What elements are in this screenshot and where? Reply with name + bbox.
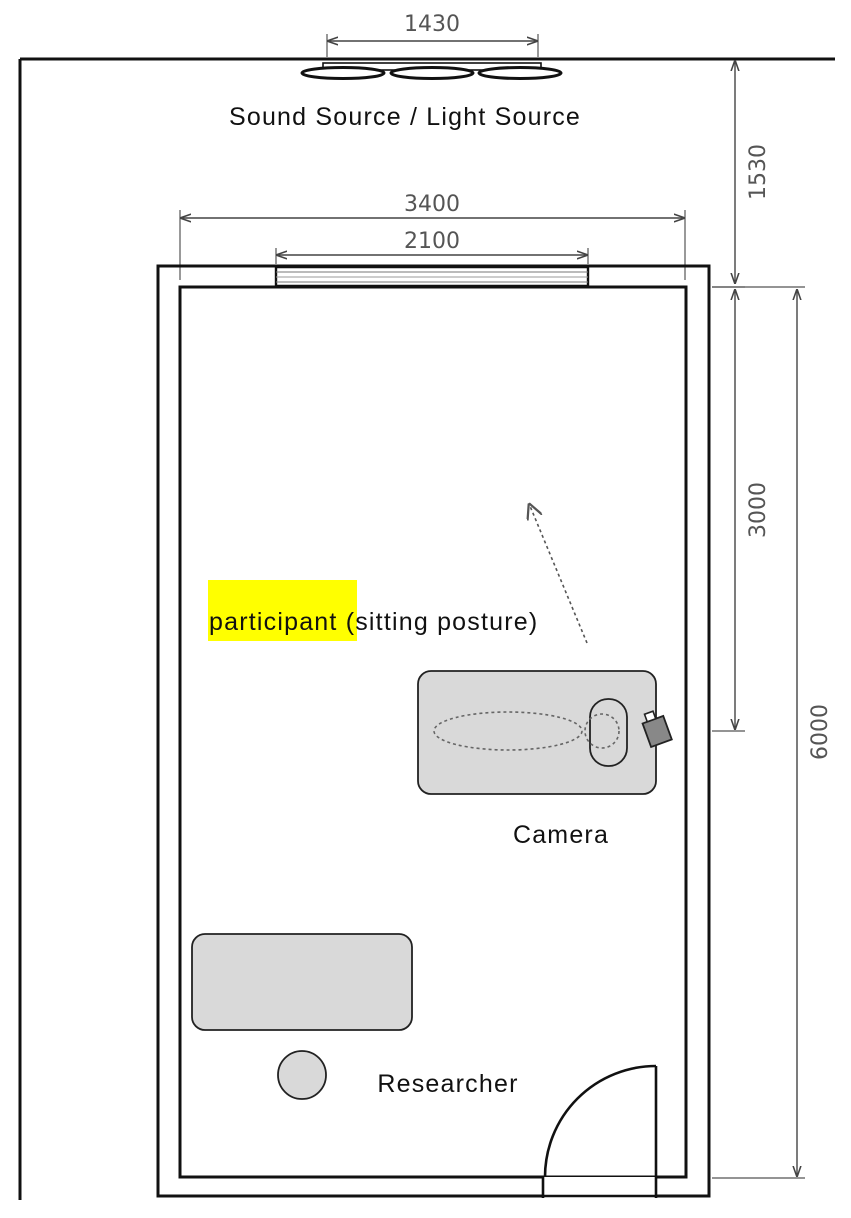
dimension-source-width: 1430: [326, 12, 539, 57]
camera-icon: [641, 710, 673, 749]
gaze-direction-arrow: [530, 506, 588, 644]
source-label: Sound Source / Light Source: [229, 103, 581, 131]
dimension-window-width: 2100: [275, 229, 589, 264]
participant-label: participant (sitting posture): [208, 580, 538, 641]
participant-body: [433, 711, 583, 751]
dim-source-width-label: 1430: [404, 12, 460, 37]
researcher-seat: [277, 1050, 327, 1100]
door-swing-arc: [543, 1064, 657, 1178]
researcher-label: Researcher: [377, 1070, 518, 1098]
dim-camera-distance-label: 3000: [746, 482, 771, 538]
dim-room-length-label: 6000: [808, 704, 833, 760]
participant-bed: [417, 670, 657, 795]
camera-label: Camera: [513, 821, 609, 849]
dim-window-width-label: 2100: [404, 229, 460, 254]
participant-highlight: [208, 580, 357, 641]
window: [274, 265, 590, 288]
svg-text:participant (sitting posture): participant (sitting posture): [209, 608, 538, 636]
researcher-desk: [191, 933, 413, 1031]
source-fixture: [300, 62, 563, 80]
door: [541, 1064, 658, 1198]
participant-posture-text: (sitting posture): [338, 608, 539, 636]
outer-wall: [18, 57, 835, 1200]
dimension-room-width: 3400: [179, 192, 686, 280]
dim-source-distance-label: 1530: [746, 144, 771, 200]
dimension-source-distance: 1530: [735, 61, 771, 283]
dim-room-width-label: 3400: [404, 192, 460, 217]
dimension-room-length: 6000: [712, 286, 833, 1179]
dimension-camera-distance: 3000: [712, 286, 771, 732]
participant-highlight-text: participant: [209, 608, 338, 636]
participant-head: [584, 713, 620, 749]
participant-shoulders: [589, 698, 628, 767]
